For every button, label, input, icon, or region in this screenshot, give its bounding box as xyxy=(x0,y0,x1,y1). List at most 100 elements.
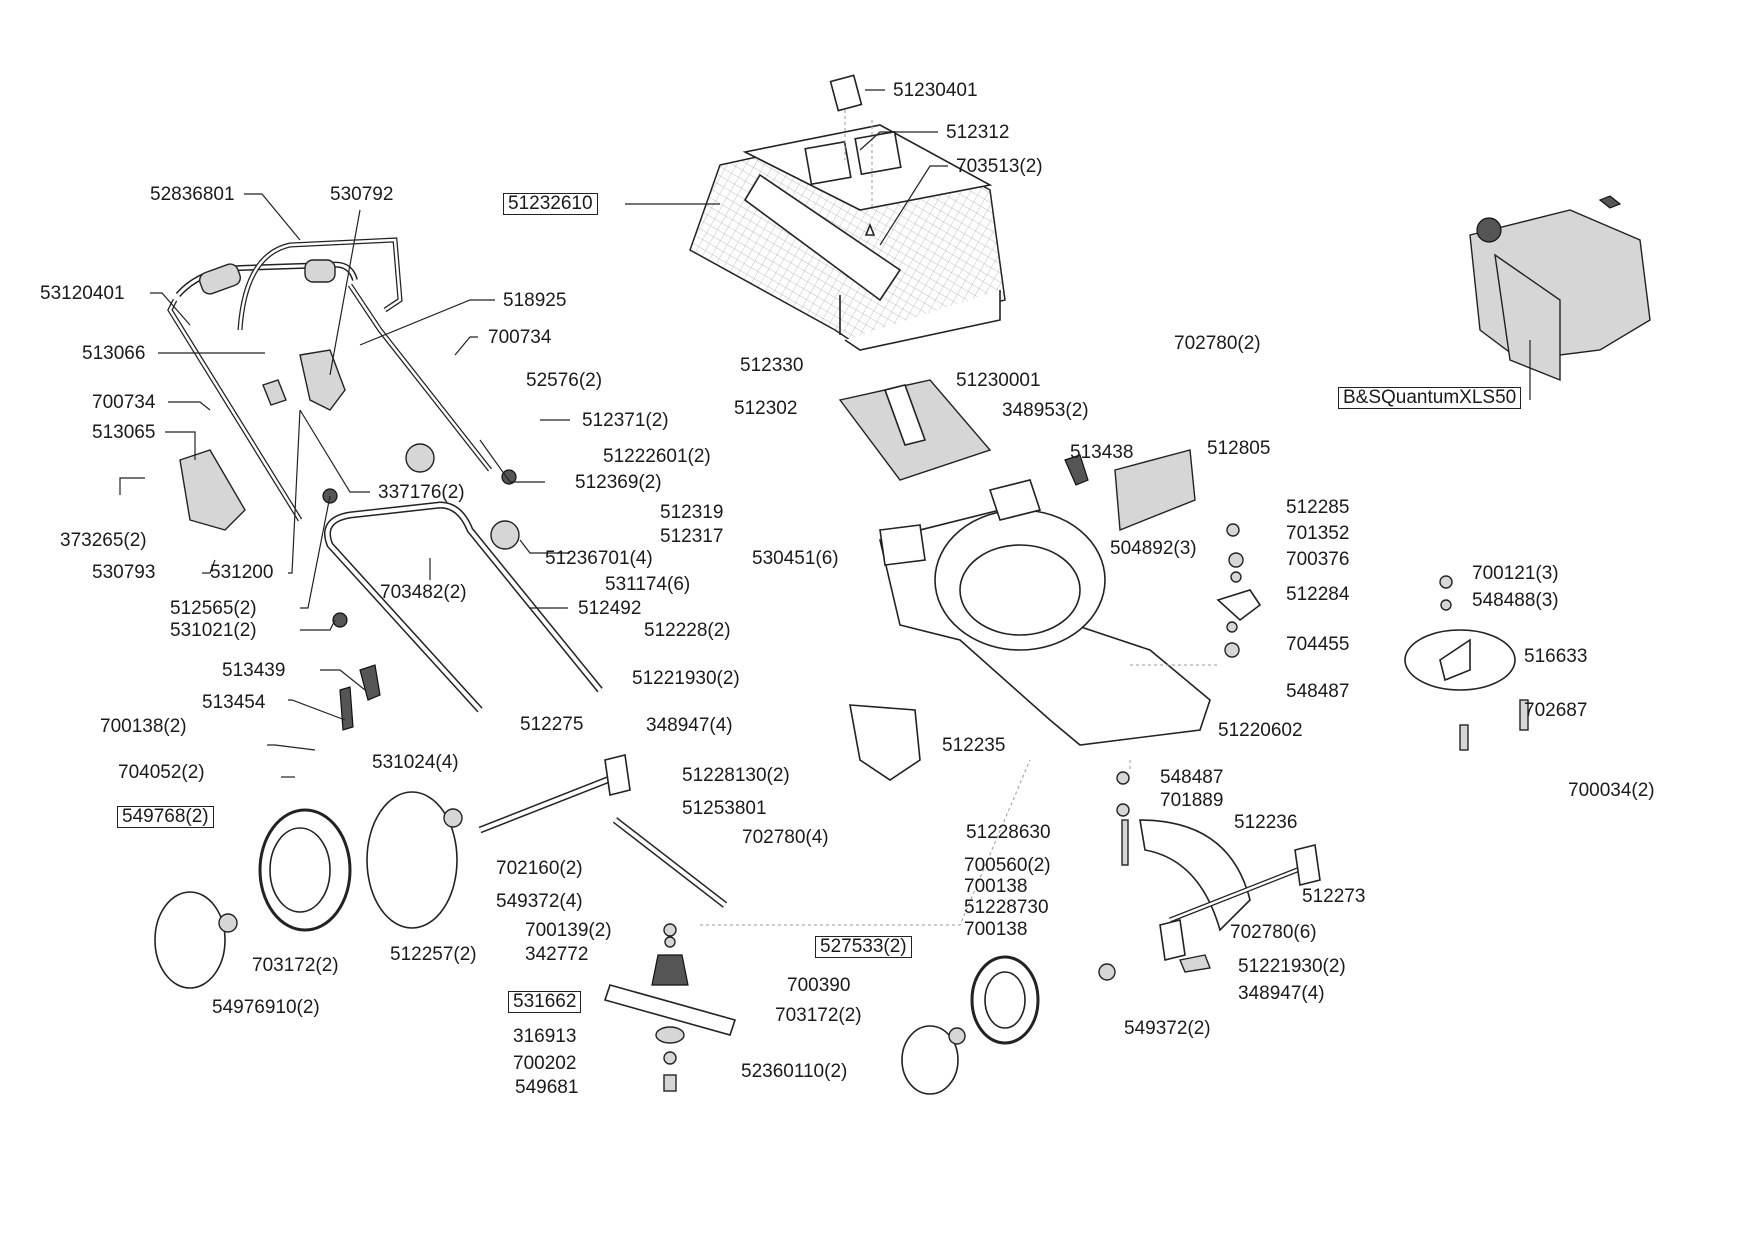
part-number-label: 512273 xyxy=(1302,886,1366,907)
part-number-label: 700139(2) xyxy=(525,920,612,941)
leader-lines xyxy=(119,89,948,778)
part-number-label: 513066 xyxy=(82,343,146,364)
part-number-label: 52360110(2) xyxy=(741,1061,848,1082)
part-number-label: 512257(2) xyxy=(390,944,477,965)
part-number-label: 52576(2) xyxy=(526,370,603,391)
part-number-label: 549372(4) xyxy=(496,891,583,912)
assembly-line xyxy=(700,759,1031,926)
part-number-label: 51230001 xyxy=(956,370,1041,391)
part-number-label: 530792 xyxy=(330,184,394,205)
part-number-label: 702160(2) xyxy=(496,858,583,879)
part-number-label: 348947(4) xyxy=(1238,983,1325,1004)
part-number-label: 373265(2) xyxy=(60,530,147,551)
part-number-label: 549768(2) xyxy=(117,806,214,828)
part-number-label: 51222601(2) xyxy=(603,446,711,467)
part-number-label: 54976910(2) xyxy=(212,997,320,1018)
part-number-label: 549681 xyxy=(515,1077,579,1098)
upper-handle xyxy=(167,237,517,531)
part-number-label: 513439 xyxy=(222,660,286,681)
part-number-label: 512228(2) xyxy=(644,620,731,641)
part-number-label: 548487 xyxy=(1286,681,1350,702)
part-number-label: 316913 xyxy=(513,1026,577,1047)
part-number-label: 504892(3) xyxy=(1110,538,1197,559)
part-number-label: 530451(6) xyxy=(752,548,839,569)
part-number-label: 531021(2) xyxy=(170,620,257,641)
part-number-label: 51221930(2) xyxy=(1238,956,1346,977)
part-number-label: 701352 xyxy=(1286,523,1350,544)
part-number-label: 704052(2) xyxy=(118,762,205,783)
part-number-label: 337176(2) xyxy=(378,482,465,503)
part-number-label: 53120401 xyxy=(40,283,125,304)
part-number-label: 512369(2) xyxy=(575,472,662,493)
part-number-label: 700138 xyxy=(964,919,1028,940)
part-number-label: 348953(2) xyxy=(1002,400,1089,421)
part-number-label: 512371(2) xyxy=(582,410,669,431)
part-number-label: 513454 xyxy=(202,692,266,713)
part-number-label: 700376 xyxy=(1286,549,1350,570)
part-number-label: 513065 xyxy=(92,422,156,443)
front-wheel xyxy=(154,791,463,989)
part-number-label: 512275 xyxy=(520,714,584,735)
part-number-label: 700121(3) xyxy=(1472,563,1559,584)
part-number-label: 512235 xyxy=(942,735,1006,756)
part-number-label: 51228630 xyxy=(966,822,1051,843)
rear-flap-linkage xyxy=(1098,771,1321,981)
part-number-label: 700034(2) xyxy=(1568,780,1655,801)
part-number-label: 531662 xyxy=(508,991,582,1013)
part-number-label: 700138 xyxy=(964,876,1028,897)
part-number-label: 704455 xyxy=(1286,634,1350,655)
part-number-label: 548488(3) xyxy=(1472,590,1559,611)
part-number-label: 531200 xyxy=(210,562,274,583)
part-number-label: 51220602 xyxy=(1218,720,1303,741)
part-number-label: 51232610 xyxy=(503,193,598,215)
part-number-label: 700390 xyxy=(787,975,851,996)
part-number-label: 342772 xyxy=(525,944,589,965)
part-number-label: 51230401 xyxy=(893,80,978,101)
adapter-plate xyxy=(1404,575,1529,751)
part-number-label: 531024(4) xyxy=(372,752,459,773)
part-number-label: 703172(2) xyxy=(252,955,339,976)
part-number-label: 348947(4) xyxy=(646,715,733,736)
part-number-label: 512805 xyxy=(1207,438,1271,459)
part-number-label: 518925 xyxy=(503,290,567,311)
rear-wheel xyxy=(901,955,1040,1095)
part-number-label: 549372(2) xyxy=(1124,1018,1211,1039)
part-number-label: 512302 xyxy=(734,398,798,419)
part-number-label: 512285 xyxy=(1286,497,1350,518)
part-number-label: 700202 xyxy=(513,1053,577,1074)
catcher-handle-part xyxy=(829,74,863,112)
part-number-label: 51228730 xyxy=(964,897,1049,918)
part-number-label: 548487 xyxy=(1160,767,1224,788)
part-number-label: 700734 xyxy=(488,327,552,348)
rear-axle xyxy=(478,704,921,908)
lower-handle xyxy=(324,443,603,731)
engine-model-label: B&SQuantumXLS50 xyxy=(1338,387,1522,409)
part-number-label: 703482(2) xyxy=(380,582,467,603)
part-number-label: 512312 xyxy=(946,122,1010,143)
part-number-label: 512284 xyxy=(1286,584,1350,605)
part-number-label: 516633 xyxy=(1524,646,1588,667)
grass-catcher xyxy=(689,74,1006,351)
part-number-label: 512492 xyxy=(578,598,642,619)
part-number-label: 531174(6) xyxy=(605,574,691,595)
part-number-label: 512236 xyxy=(1234,812,1298,833)
part-number-label: 703513(2) xyxy=(956,156,1043,177)
part-number-label: 700560(2) xyxy=(964,855,1051,876)
height-adjuster-parts xyxy=(1064,449,1262,658)
part-number-label: 530793 xyxy=(92,562,156,583)
part-number-label: 51253801 xyxy=(682,798,767,819)
part-number-label: 700734 xyxy=(92,392,156,413)
part-number-label: 51221930(2) xyxy=(632,668,740,689)
part-number-label: 702780(2) xyxy=(1174,333,1261,354)
part-number-label: 51228130(2) xyxy=(682,765,790,786)
part-number-label: 702687 xyxy=(1524,700,1588,721)
part-number-label: 52836801 xyxy=(150,184,235,205)
part-number-label: 703172(2) xyxy=(775,1005,862,1026)
part-number-label: 512330 xyxy=(740,355,804,376)
part-number-label: 512565(2) xyxy=(170,598,257,619)
part-number-label: 513438 xyxy=(1070,442,1134,463)
part-number-label: 700138(2) xyxy=(100,716,187,737)
part-number-label: 51236701(4) xyxy=(545,548,653,569)
